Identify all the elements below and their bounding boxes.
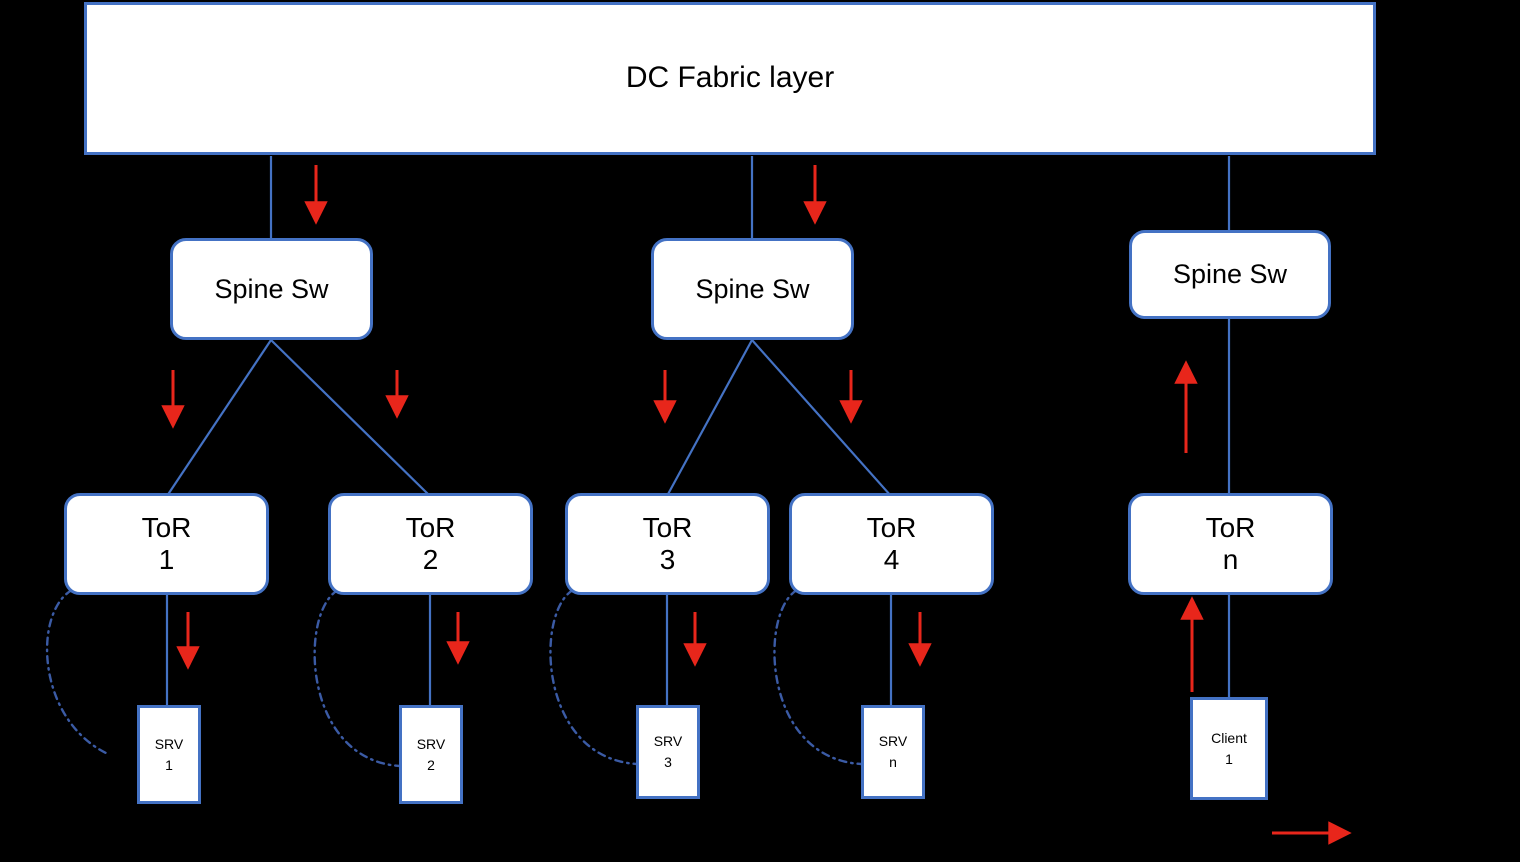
- tor-2-label-line2: 2: [422, 544, 439, 575]
- link-spine2-tor4: [751, 339, 892, 497]
- server-2-box[interactable]: SRV 2: [399, 705, 463, 804]
- server-2-label-line1: SRV: [416, 735, 446, 752]
- loopback-tor3-srv3: [549, 588, 639, 766]
- tor-4-box[interactable]: ToR 4: [789, 493, 994, 595]
- tor-4-label-line2: 4: [883, 544, 900, 575]
- server-3-label-line1: SRV: [653, 733, 683, 749]
- server-3-box[interactable]: SRV 3: [636, 705, 700, 799]
- server-2-label-line2: 2: [427, 756, 435, 773]
- link-spine1-tor1: [166, 339, 272, 497]
- tor-1-label-line1: ToR: [141, 512, 192, 544]
- spine-switch-3-label: Spine Sw: [1172, 259, 1288, 290]
- client-1-label-line1: Client: [1211, 729, 1247, 746]
- client-1-box[interactable]: Client 1: [1190, 697, 1268, 800]
- server-1-box[interactable]: SRV 1: [137, 705, 201, 804]
- tor-n-box[interactable]: ToR n: [1128, 493, 1333, 595]
- tor-3-label-line2: 3: [659, 544, 676, 575]
- spine-switch-1-box[interactable]: Spine Sw: [170, 238, 373, 340]
- server-1-label-line1: SRV: [154, 735, 184, 752]
- spine-to-tor-links: [166, 339, 892, 497]
- tor-n-label-line2: n: [1222, 544, 1239, 575]
- tor-n-label-line1: ToR: [1205, 512, 1256, 544]
- loopback-tor2-srv2: [313, 588, 402, 768]
- server-n-label-line1: SRV: [878, 733, 908, 749]
- server-n-label-line2: n: [889, 754, 897, 770]
- tor-4-label-line1: ToR: [866, 512, 917, 544]
- spine-switch-2-label: Spine Sw: [695, 273, 810, 304]
- tor-2-box[interactable]: ToR 2: [328, 493, 533, 595]
- tor-2-label-line1: ToR: [405, 512, 456, 544]
- loopback-tor1-srv1: [45, 588, 110, 756]
- client-1-label-line2: 1: [1225, 750, 1233, 767]
- tor-3-label-line1: ToR: [642, 512, 693, 544]
- spine-switch-2-box[interactable]: Spine Sw: [651, 238, 854, 340]
- loopback-tor4-srvn: [773, 588, 863, 766]
- tor-to-server-links: [165, 595, 893, 705]
- server-1-label-line2: 1: [165, 756, 173, 773]
- spine-switch-1-label: Spine Sw: [214, 273, 329, 304]
- link-spine1-tor2: [270, 339, 431, 497]
- server-n-box[interactable]: SRV n: [861, 705, 925, 799]
- server-3-label-line2: 3: [664, 754, 672, 770]
- tor-3-box[interactable]: ToR 3: [565, 493, 770, 595]
- tor-1-box[interactable]: ToR 1: [64, 493, 269, 595]
- spine-switch-3-box[interactable]: Spine Sw: [1129, 230, 1331, 319]
- tor-1-label-line2: 1: [158, 544, 175, 575]
- link-spine2-tor3: [666, 339, 753, 497]
- dc-fabric-layer-box[interactable]: DC Fabric layer: [84, 2, 1376, 155]
- dc-fabric-layer-label: DC Fabric layer: [625, 61, 835, 95]
